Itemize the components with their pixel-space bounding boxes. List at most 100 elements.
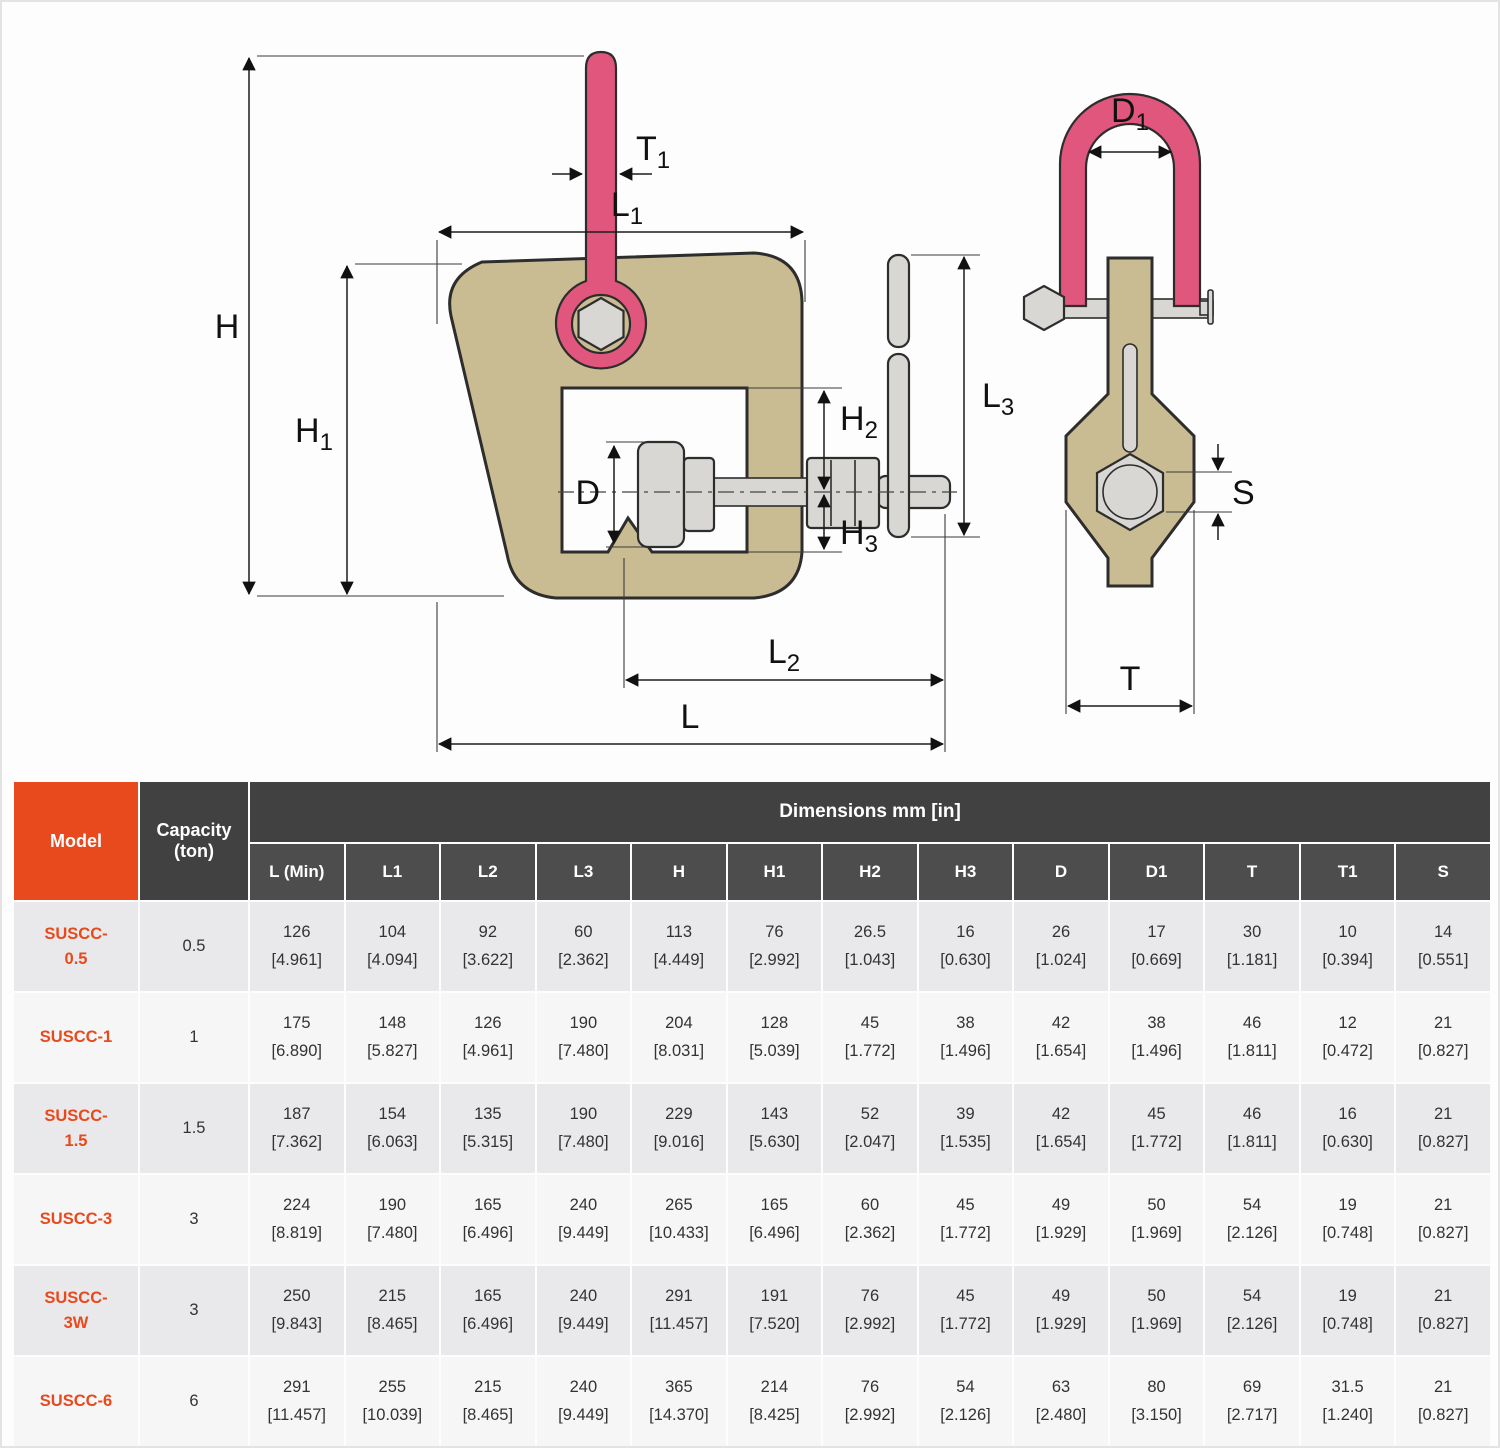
dim-cell: 54 [2.126] bbox=[916, 1355, 1015, 1446]
tommy-bar-lower bbox=[886, 352, 911, 539]
dim-H1: H1 bbox=[295, 263, 462, 596]
dim-cell: 76 [2.992] bbox=[821, 1264, 919, 1357]
dim-T: T bbox=[1065, 510, 1195, 714]
side-view: D1 S T bbox=[1022, 92, 1255, 714]
neck-slot bbox=[1122, 343, 1138, 453]
dim-cell: 148 [5.827] bbox=[343, 991, 442, 1084]
dim-cell: 45 [1.772] bbox=[821, 991, 919, 1084]
dim-cell: 60 [2.362] bbox=[821, 1173, 919, 1266]
dim-label-t1: T1 bbox=[636, 130, 670, 174]
header-row-1: Model Capacity (ton) Dimensions mm [in] bbox=[12, 780, 1492, 902]
dim-cell: 126 [4.961] bbox=[248, 900, 346, 993]
dim-cell: 204 [8.031] bbox=[630, 991, 728, 1084]
column-header-l-min-: L (Min) bbox=[248, 842, 346, 902]
dim-cell: 250 [9.843] bbox=[248, 1264, 346, 1357]
capacity-column-header: Capacity (ton) bbox=[138, 780, 250, 902]
dim-cell: 128 [5.039] bbox=[725, 991, 824, 1084]
dim-label-t: T bbox=[1120, 660, 1141, 698]
dim-cell: 240 [9.449] bbox=[534, 1355, 633, 1446]
dim-H: H bbox=[215, 55, 584, 597]
dim-cell: 45 [1.772] bbox=[916, 1173, 1015, 1266]
swivel-pad bbox=[636, 440, 686, 549]
capacity-cell: 3 bbox=[138, 1173, 250, 1266]
spec-table: Model Capacity (ton) Dimensions mm [in] … bbox=[12, 780, 1492, 1446]
dim-T1: T1 bbox=[552, 130, 670, 181]
model-column-header: Model bbox=[12, 780, 140, 902]
dim-cell: 16 [0.630] bbox=[1298, 1082, 1397, 1175]
dimensions-group-header: Dimensions mm [in] bbox=[248, 780, 1492, 844]
dim-label-d1: D1 bbox=[1111, 92, 1149, 136]
dim-cell: 12 [0.472] bbox=[1298, 991, 1397, 1084]
dim-label-h: H bbox=[215, 308, 240, 346]
dim-cell: 154 [6.063] bbox=[343, 1082, 442, 1175]
dim-cell: 165 [6.496] bbox=[725, 1173, 824, 1266]
dim-cell: 52 [2.047] bbox=[821, 1082, 919, 1175]
column-header-d1: D1 bbox=[1107, 842, 1206, 902]
dim-L2: L2 bbox=[623, 514, 946, 688]
cotter-pin bbox=[1207, 289, 1214, 325]
dim-cell: 50 [1.969] bbox=[1107, 1173, 1206, 1266]
dim-cell: 229 [9.016] bbox=[630, 1082, 728, 1175]
pin-hex-head bbox=[1022, 284, 1066, 332]
dim-label-l: L bbox=[681, 698, 700, 736]
dim-cell: 240 [9.449] bbox=[534, 1264, 633, 1357]
dim-label-h2: H2 bbox=[840, 400, 878, 444]
dim-cell: 17 [0.669] bbox=[1107, 900, 1206, 993]
dim-cell: 175 [6.890] bbox=[248, 991, 346, 1084]
dim-cell: 19 [0.748] bbox=[1298, 1264, 1397, 1357]
shackle-bow bbox=[1058, 92, 1202, 308]
dim-cell: 214 [8.425] bbox=[725, 1355, 824, 1446]
dim-cell: 215 [8.465] bbox=[439, 1355, 537, 1446]
dim-label-s: S bbox=[1232, 474, 1255, 512]
model-cell: SUSCC- 0.5 bbox=[12, 900, 140, 993]
dim-cell: 46 [1.811] bbox=[1203, 1082, 1301, 1175]
front-view: H H1 T1 L1 bbox=[215, 50, 1014, 752]
column-header-h: H bbox=[630, 842, 728, 902]
model-cell: SUSCC- 3W bbox=[12, 1264, 140, 1357]
dim-label-h3: H3 bbox=[840, 514, 878, 558]
nut-bore-circle bbox=[1102, 464, 1158, 520]
dim-cell: 135 [5.315] bbox=[439, 1082, 537, 1175]
dim-cell: 255 [10.039] bbox=[343, 1355, 442, 1446]
dim-cell: 113 [4.449] bbox=[630, 900, 728, 993]
dim-cell: 14 [0.551] bbox=[1394, 900, 1492, 993]
dim-cell: 45 [1.772] bbox=[1107, 1082, 1206, 1175]
dim-cell: 165 [6.496] bbox=[439, 1264, 537, 1357]
capacity-cell: 1.5 bbox=[138, 1082, 250, 1175]
model-cell: SUSCC-6 bbox=[12, 1355, 140, 1446]
dim-cell: 291 [11.457] bbox=[248, 1355, 346, 1446]
side-hex-nut bbox=[1095, 452, 1165, 532]
dim-cell: 143 [5.630] bbox=[725, 1082, 824, 1175]
capacity-cell: 6 bbox=[138, 1355, 250, 1446]
dim-cell: 365 [14.370] bbox=[630, 1355, 728, 1446]
dim-cell: 104 [4.094] bbox=[343, 900, 442, 993]
dim-cell: 21 [0.827] bbox=[1394, 1264, 1492, 1357]
dim-label-l2: L2 bbox=[768, 633, 800, 677]
dim-cell: 26 [1.024] bbox=[1012, 900, 1110, 993]
dim-cell: 92 [3.622] bbox=[439, 900, 537, 993]
column-header-d: D bbox=[1012, 842, 1110, 902]
dim-cell: 265 [10.433] bbox=[630, 1173, 728, 1266]
dim-H3: H3 bbox=[747, 493, 878, 558]
lifting-eye-shank bbox=[554, 50, 648, 370]
dim-L: L bbox=[436, 602, 946, 752]
dim-label-l3: L3 bbox=[982, 377, 1014, 421]
model-cell: SUSCC- 1.5 bbox=[12, 1082, 140, 1175]
dim-cell: 187 [7.362] bbox=[248, 1082, 346, 1175]
capacity-cell: 0.5 bbox=[138, 900, 250, 993]
column-header-l1: L1 bbox=[343, 842, 442, 902]
dim-cell: 215 [8.465] bbox=[343, 1264, 442, 1357]
eye-hex-bolt bbox=[577, 296, 625, 352]
dim-S: S bbox=[1166, 444, 1255, 540]
capacity-cell: 3 bbox=[138, 1264, 250, 1357]
dim-cell: 50 [1.969] bbox=[1107, 1264, 1206, 1357]
dim-cell: 31.5 [1.240] bbox=[1298, 1355, 1397, 1446]
dim-cell: 30 [1.181] bbox=[1203, 900, 1301, 993]
dim-cell: 190 [7.480] bbox=[343, 1173, 442, 1266]
dim-label-d: D bbox=[575, 474, 600, 512]
